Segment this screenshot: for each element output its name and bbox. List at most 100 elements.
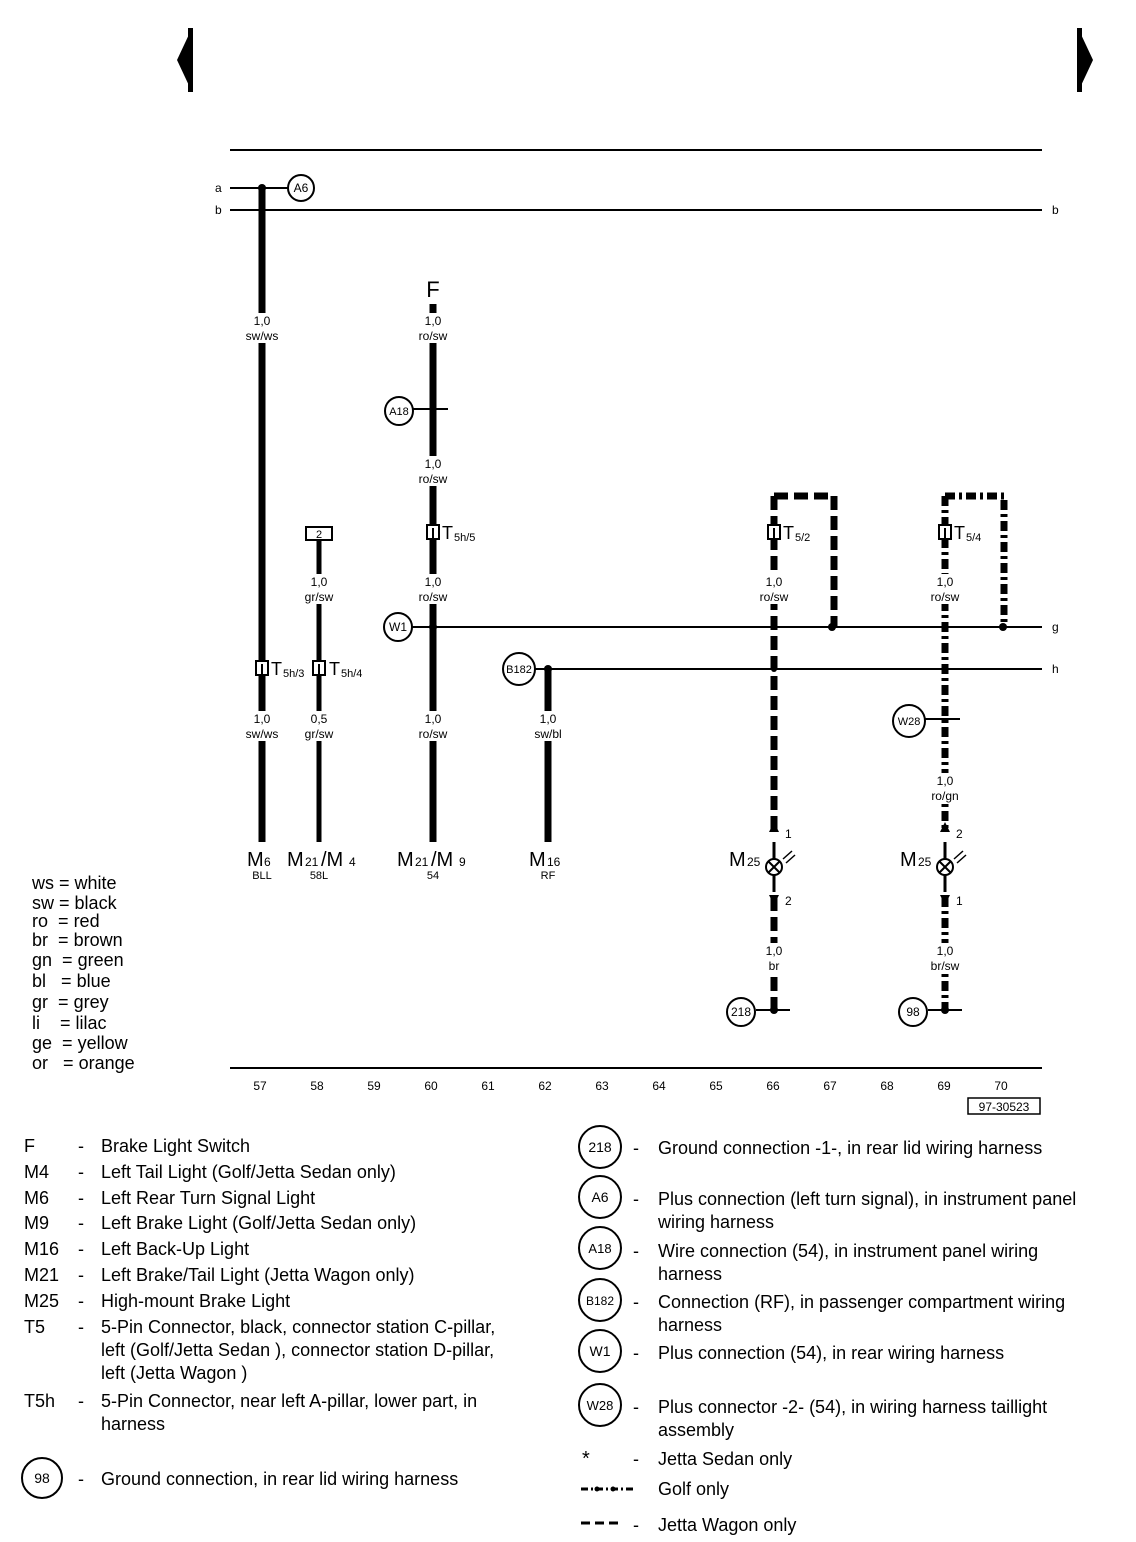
pin-m25b-bot: 1 xyxy=(956,894,963,908)
svg-text:br: br xyxy=(769,959,780,973)
svg-text:W28: W28 xyxy=(587,1398,614,1413)
svg-text:gr/sw: gr/sw xyxy=(305,727,334,741)
prev-page-arrow-icon[interactable] xyxy=(177,28,193,92)
component-m21-m4-label: M 21 /M 4 58L xyxy=(287,849,356,882)
c98-connection: 98 xyxy=(898,997,928,1027)
svg-text:M: M xyxy=(247,849,264,871)
legend-code: M21 xyxy=(24,1265,60,1285)
svg-text:60: 60 xyxy=(424,1079,438,1093)
svg-text:54: 54 xyxy=(427,870,439,882)
svg-text:A6: A6 xyxy=(294,181,309,195)
svg-text:ro/sw: ro/sw xyxy=(419,329,448,343)
svg-text:B182: B182 xyxy=(586,1294,614,1308)
svg-text:B182: B182 xyxy=(506,664,532,676)
svg-text:5/2: 5/2 xyxy=(795,532,810,544)
component-m21-m9-label: M 21 /M 9 54 xyxy=(397,849,466,882)
svg-text:64: 64 xyxy=(652,1079,666,1093)
pin-m25a-top: 1 xyxy=(785,827,792,841)
legend-desc: Brake Light Switch xyxy=(101,1136,251,1156)
legend-code: M6 xyxy=(24,1188,50,1208)
svg-text:21: 21 xyxy=(415,855,429,869)
rail-b-label-left: b xyxy=(215,203,222,217)
pin-m25a-bot: 2 xyxy=(785,894,792,908)
a6-connection: A6 xyxy=(287,174,315,202)
legend-dash: - xyxy=(78,1162,84,1182)
legend-dash: - xyxy=(78,1469,84,1489)
svg-text:5/4: 5/4 xyxy=(966,532,981,544)
svg-text:58L: 58L xyxy=(310,870,328,882)
svg-text:59: 59 xyxy=(367,1079,381,1093)
svg-text:A18: A18 xyxy=(389,406,409,418)
next-page-arrow-icon[interactable] xyxy=(1077,28,1093,92)
svg-text:W28: W28 xyxy=(898,716,921,728)
component-m6-label: M 6 BLL xyxy=(247,849,272,882)
legend-desc: Left Tail Light (Golf/Jetta Sedan only) xyxy=(101,1162,396,1182)
svg-text:BLL: BLL xyxy=(252,870,272,882)
color-key-row: or = orange xyxy=(32,1053,135,1073)
legend-desc: Connection (RF), in passenger compartmen… xyxy=(658,1292,1066,1335)
svg-text:5h/3: 5h/3 xyxy=(283,668,304,680)
legend-circle-218: 218 xyxy=(578,1125,622,1169)
svg-text:16: 16 xyxy=(547,855,561,869)
svg-text:br/sw: br/sw xyxy=(931,959,960,973)
color-key-row: br = brown xyxy=(32,930,123,950)
legend-desc: Plus connection (54), in rear wiring har… xyxy=(658,1343,1005,1363)
a18-connection: A18 xyxy=(384,396,414,426)
svg-text:ro/sw: ro/sw xyxy=(419,727,448,741)
legend-code: M16 xyxy=(24,1239,60,1259)
label-t52: T 5/2 xyxy=(783,523,810,544)
legend-desc: Ground connection -1-, in rear lid wirin… xyxy=(658,1138,1043,1158)
wire-m25-a xyxy=(756,492,838,1014)
legend-desc: Left Back-Up Light xyxy=(101,1239,250,1259)
legend-dash: - xyxy=(78,1136,84,1156)
legend-dash: - xyxy=(78,1188,84,1208)
legend-desc: Left Brake Light (Golf/Jetta Sedan only) xyxy=(101,1213,417,1233)
legend-dash: - xyxy=(78,1391,84,1411)
legend-dash: - xyxy=(633,1397,639,1417)
svg-text:1,0: 1,0 xyxy=(425,314,442,328)
pin-m25b-top: 2 xyxy=(956,827,963,841)
svg-text:T: T xyxy=(783,523,794,543)
m25-lamp-b xyxy=(936,822,967,905)
legend-dash: - xyxy=(78,1265,84,1285)
color-key-row: ro = red xyxy=(32,911,100,931)
svg-text:69: 69 xyxy=(937,1079,951,1093)
svg-text:67: 67 xyxy=(823,1079,837,1093)
svg-text:63: 63 xyxy=(595,1079,609,1093)
legend-desc: High-mount Brake Light xyxy=(101,1291,291,1311)
svg-text:218: 218 xyxy=(731,1005,751,1019)
svg-text:68: 68 xyxy=(880,1079,894,1093)
svg-text:1,0: 1,0 xyxy=(425,575,442,589)
w28-connection: W28 xyxy=(892,704,926,738)
svg-text:21: 21 xyxy=(305,855,319,869)
legend-code: T5h xyxy=(24,1391,56,1411)
svg-text:1,0: 1,0 xyxy=(311,575,328,589)
svg-text:/M: /M xyxy=(431,849,453,871)
svg-text:ro/sw: ro/sw xyxy=(419,590,448,604)
legend-code: M4 xyxy=(24,1162,50,1182)
legend-desc: Left Brake/Tail Light (Jetta Wagon only) xyxy=(101,1265,415,1285)
legend-circle-a18: A18 xyxy=(578,1226,622,1270)
component-m25b-label: M 25 xyxy=(900,849,932,871)
connector-t5h5-icon xyxy=(426,524,440,540)
legend-circle-98: 98 xyxy=(21,1457,63,1499)
legend-desc: Plus connection (left turn signal), in i… xyxy=(658,1189,1077,1232)
connector-t5h3-icon xyxy=(255,660,269,676)
label-t5h4: T 5h/4 xyxy=(329,659,362,680)
svg-text:ro/sw: ro/sw xyxy=(931,590,960,604)
color-key-row: sw = black xyxy=(32,893,117,913)
legend-code: * xyxy=(582,1448,590,1470)
rail-b-label-right: b xyxy=(1052,203,1059,217)
wire-labels: 1,0 sw/ws F 1,0 ro/sw 1,0 ro/sw 1,0 gr/s… xyxy=(240,277,967,973)
legend-dash: - xyxy=(78,1317,84,1337)
svg-text:62: 62 xyxy=(538,1079,552,1093)
svg-text:218: 218 xyxy=(588,1139,612,1155)
legend-circle-b182: B182 xyxy=(578,1278,622,1322)
legend-dash: - xyxy=(633,1241,639,1261)
svg-text:ro/sw: ro/sw xyxy=(760,590,789,604)
svg-text:gr/sw: gr/sw xyxy=(305,590,334,604)
svg-text:1,0: 1,0 xyxy=(540,712,557,726)
box-2-label: 2 xyxy=(316,529,322,541)
svg-text:/M: /M xyxy=(321,849,343,871)
color-key-row: ws = white xyxy=(32,873,117,893)
